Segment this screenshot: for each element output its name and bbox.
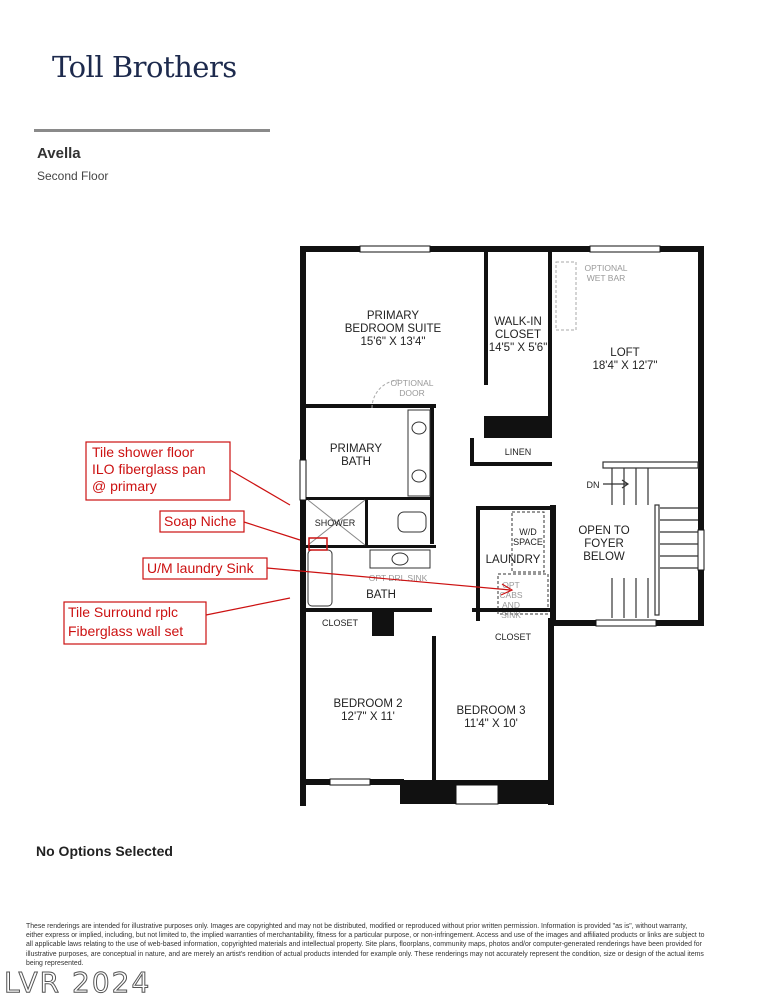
note-tile-surround-2: Fiberglass wall set	[68, 623, 183, 639]
watermark: LVR 2024	[3, 966, 152, 1000]
laundry-label: LAUNDRY	[486, 554, 541, 566]
note-arrow-2	[243, 521, 301, 541]
windows	[299, 245, 705, 805]
stairs	[602, 461, 699, 618]
opt-drl-sink-label: OPT DRL SINK	[369, 573, 428, 583]
header-divider	[34, 129, 270, 132]
closet-right-label: CLOSET	[495, 632, 532, 642]
walkin-label: WALK-IN	[494, 316, 542, 328]
annotations: Tile shower floor ILO fiberglass pan @ p…	[63, 441, 514, 645]
opt-sink-label-2: CABS	[499, 590, 522, 600]
no-options-label: No Options Selected	[36, 843, 173, 859]
loft-dims: 18'4" X 12'7"	[593, 360, 658, 372]
note-tile-shower-1: Tile shower floor	[92, 444, 195, 460]
bedroom3-dims: 11'4" X 10'	[464, 718, 518, 730]
note-laundry-sink: U/M laundry Sink	[147, 560, 255, 576]
optional-door-label: OPTIONAL	[391, 378, 434, 388]
primary-suite-dims: 15'6" X 13'4"	[361, 336, 426, 348]
bath-label: BATH	[366, 589, 396, 601]
dn-label: DN	[587, 480, 600, 490]
foyer-label-2: FOYER	[584, 538, 624, 550]
walkin-label-2: CLOSET	[495, 329, 541, 341]
shower-label: SHOWER	[315, 518, 356, 528]
bedroom2-label: BEDROOM 2	[333, 698, 402, 710]
note-arrow-4	[205, 597, 291, 616]
optional-door-label-2: DOOR	[399, 388, 425, 398]
note-tile-surround-1: Tile Surround rplc	[68, 604, 178, 620]
room-labels: PRIMARY BEDROOM SUITE 15'6" X 13'4" WALK…	[315, 263, 658, 730]
disclaimer-text: These renderings are intended for illust…	[26, 923, 705, 967]
brand-logo: Toll Brothers	[52, 50, 237, 84]
note-arrow-3	[266, 567, 511, 591]
bedroom3-label: BEDROOM 3	[456, 705, 525, 717]
note-tile-shower-2: ILO fiberglass pan	[92, 461, 206, 477]
opt-sink-label-3: AND	[502, 600, 520, 610]
foyer-label: OPEN TO	[578, 525, 629, 537]
wd-label: W/D	[519, 527, 537, 537]
plan-name: Avella	[37, 145, 81, 162]
note-soap-niche: Soap Niche	[164, 513, 237, 529]
primary-bath-label-2: BATH	[341, 456, 371, 468]
bedroom2-dims: 12'7" X 11'	[341, 711, 395, 723]
foyer-label-3: BELOW	[583, 551, 625, 563]
primary-bath-label: PRIMARY	[330, 443, 383, 455]
closet-left-label: CLOSET	[322, 618, 359, 628]
primary-suite-label-2: BEDROOM SUITE	[345, 323, 442, 335]
walkin-dims: 14'5" X 5'6"	[489, 342, 548, 354]
loft-label: LOFT	[610, 347, 639, 359]
opt-sink-label: OPT	[502, 580, 519, 590]
wet-bar-label: OPTIONAL	[585, 263, 628, 273]
note-tile-shower-3: @ primary	[92, 478, 157, 494]
linen-label: LINEN	[505, 447, 532, 457]
primary-suite-label: PRIMARY	[367, 310, 420, 322]
wd-label-2: SPACE	[513, 537, 543, 547]
wet-bar-label-2: WET BAR	[587, 273, 626, 283]
note-arrow-1	[229, 469, 291, 506]
fixtures	[307, 261, 577, 615]
soap-niche-marker	[308, 537, 328, 551]
opt-sink-label-4: SINK	[501, 610, 521, 620]
floor-name: Second Floor	[37, 169, 109, 183]
